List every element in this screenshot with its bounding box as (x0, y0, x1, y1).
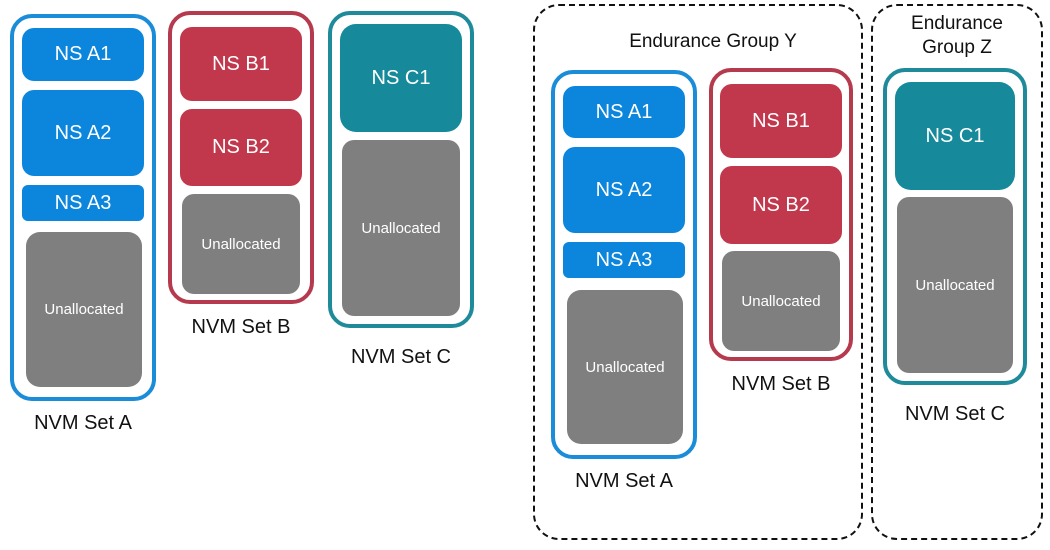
left-ns-b2: NS B2 (180, 109, 302, 186)
right-ns-a1: NS A1 (563, 86, 685, 138)
right-set-a-unallocated: Unallocated (567, 290, 683, 444)
right-nvm-set-c-label: NVM Set C (904, 403, 1006, 425)
endurance-group-z-label-line1: Endurance (911, 13, 1003, 34)
endurance-group-z-label-line2: Group Z (922, 37, 992, 58)
left-ns-c1: NS C1 (340, 24, 462, 132)
left-ns-a3: NS A3 (22, 185, 144, 221)
left-ns-b1: NS B1 (180, 27, 302, 101)
endurance-group-z-label: Endurance Group Z (871, 12, 1043, 60)
right-set-b-unallocated: Unallocated (722, 251, 840, 351)
right-ns-a2: NS A2 (563, 147, 685, 233)
left-nvm-set-a-label: NVM Set A (34, 412, 132, 434)
left-set-a-unallocated: Unallocated (26, 232, 142, 387)
right-ns-c1: NS C1 (895, 82, 1015, 190)
left-nvm-set-c-label: NVM Set C (350, 346, 452, 368)
endurance-group-y-label: Endurance Group Y (629, 31, 797, 52)
right-ns-b1: NS B1 (720, 84, 842, 158)
right-ns-b2: NS B2 (720, 166, 842, 244)
left-ns-a2: NS A2 (22, 90, 144, 176)
right-set-c-unallocated: Unallocated (897, 197, 1013, 373)
endurance-group-y (533, 4, 863, 540)
endurance-group-z (871, 4, 1043, 540)
left-ns-a1: NS A1 (22, 28, 144, 81)
right-nvm-set-b-label: NVM Set B (731, 373, 831, 395)
right-ns-a3: NS A3 (563, 242, 685, 278)
left-set-b-unallocated: Unallocated (182, 194, 300, 294)
left-set-c-unallocated: Unallocated (342, 140, 460, 316)
right-nvm-set-a-label: NVM Set A (575, 470, 673, 492)
left-nvm-set-b-label: NVM Set B (191, 316, 291, 338)
